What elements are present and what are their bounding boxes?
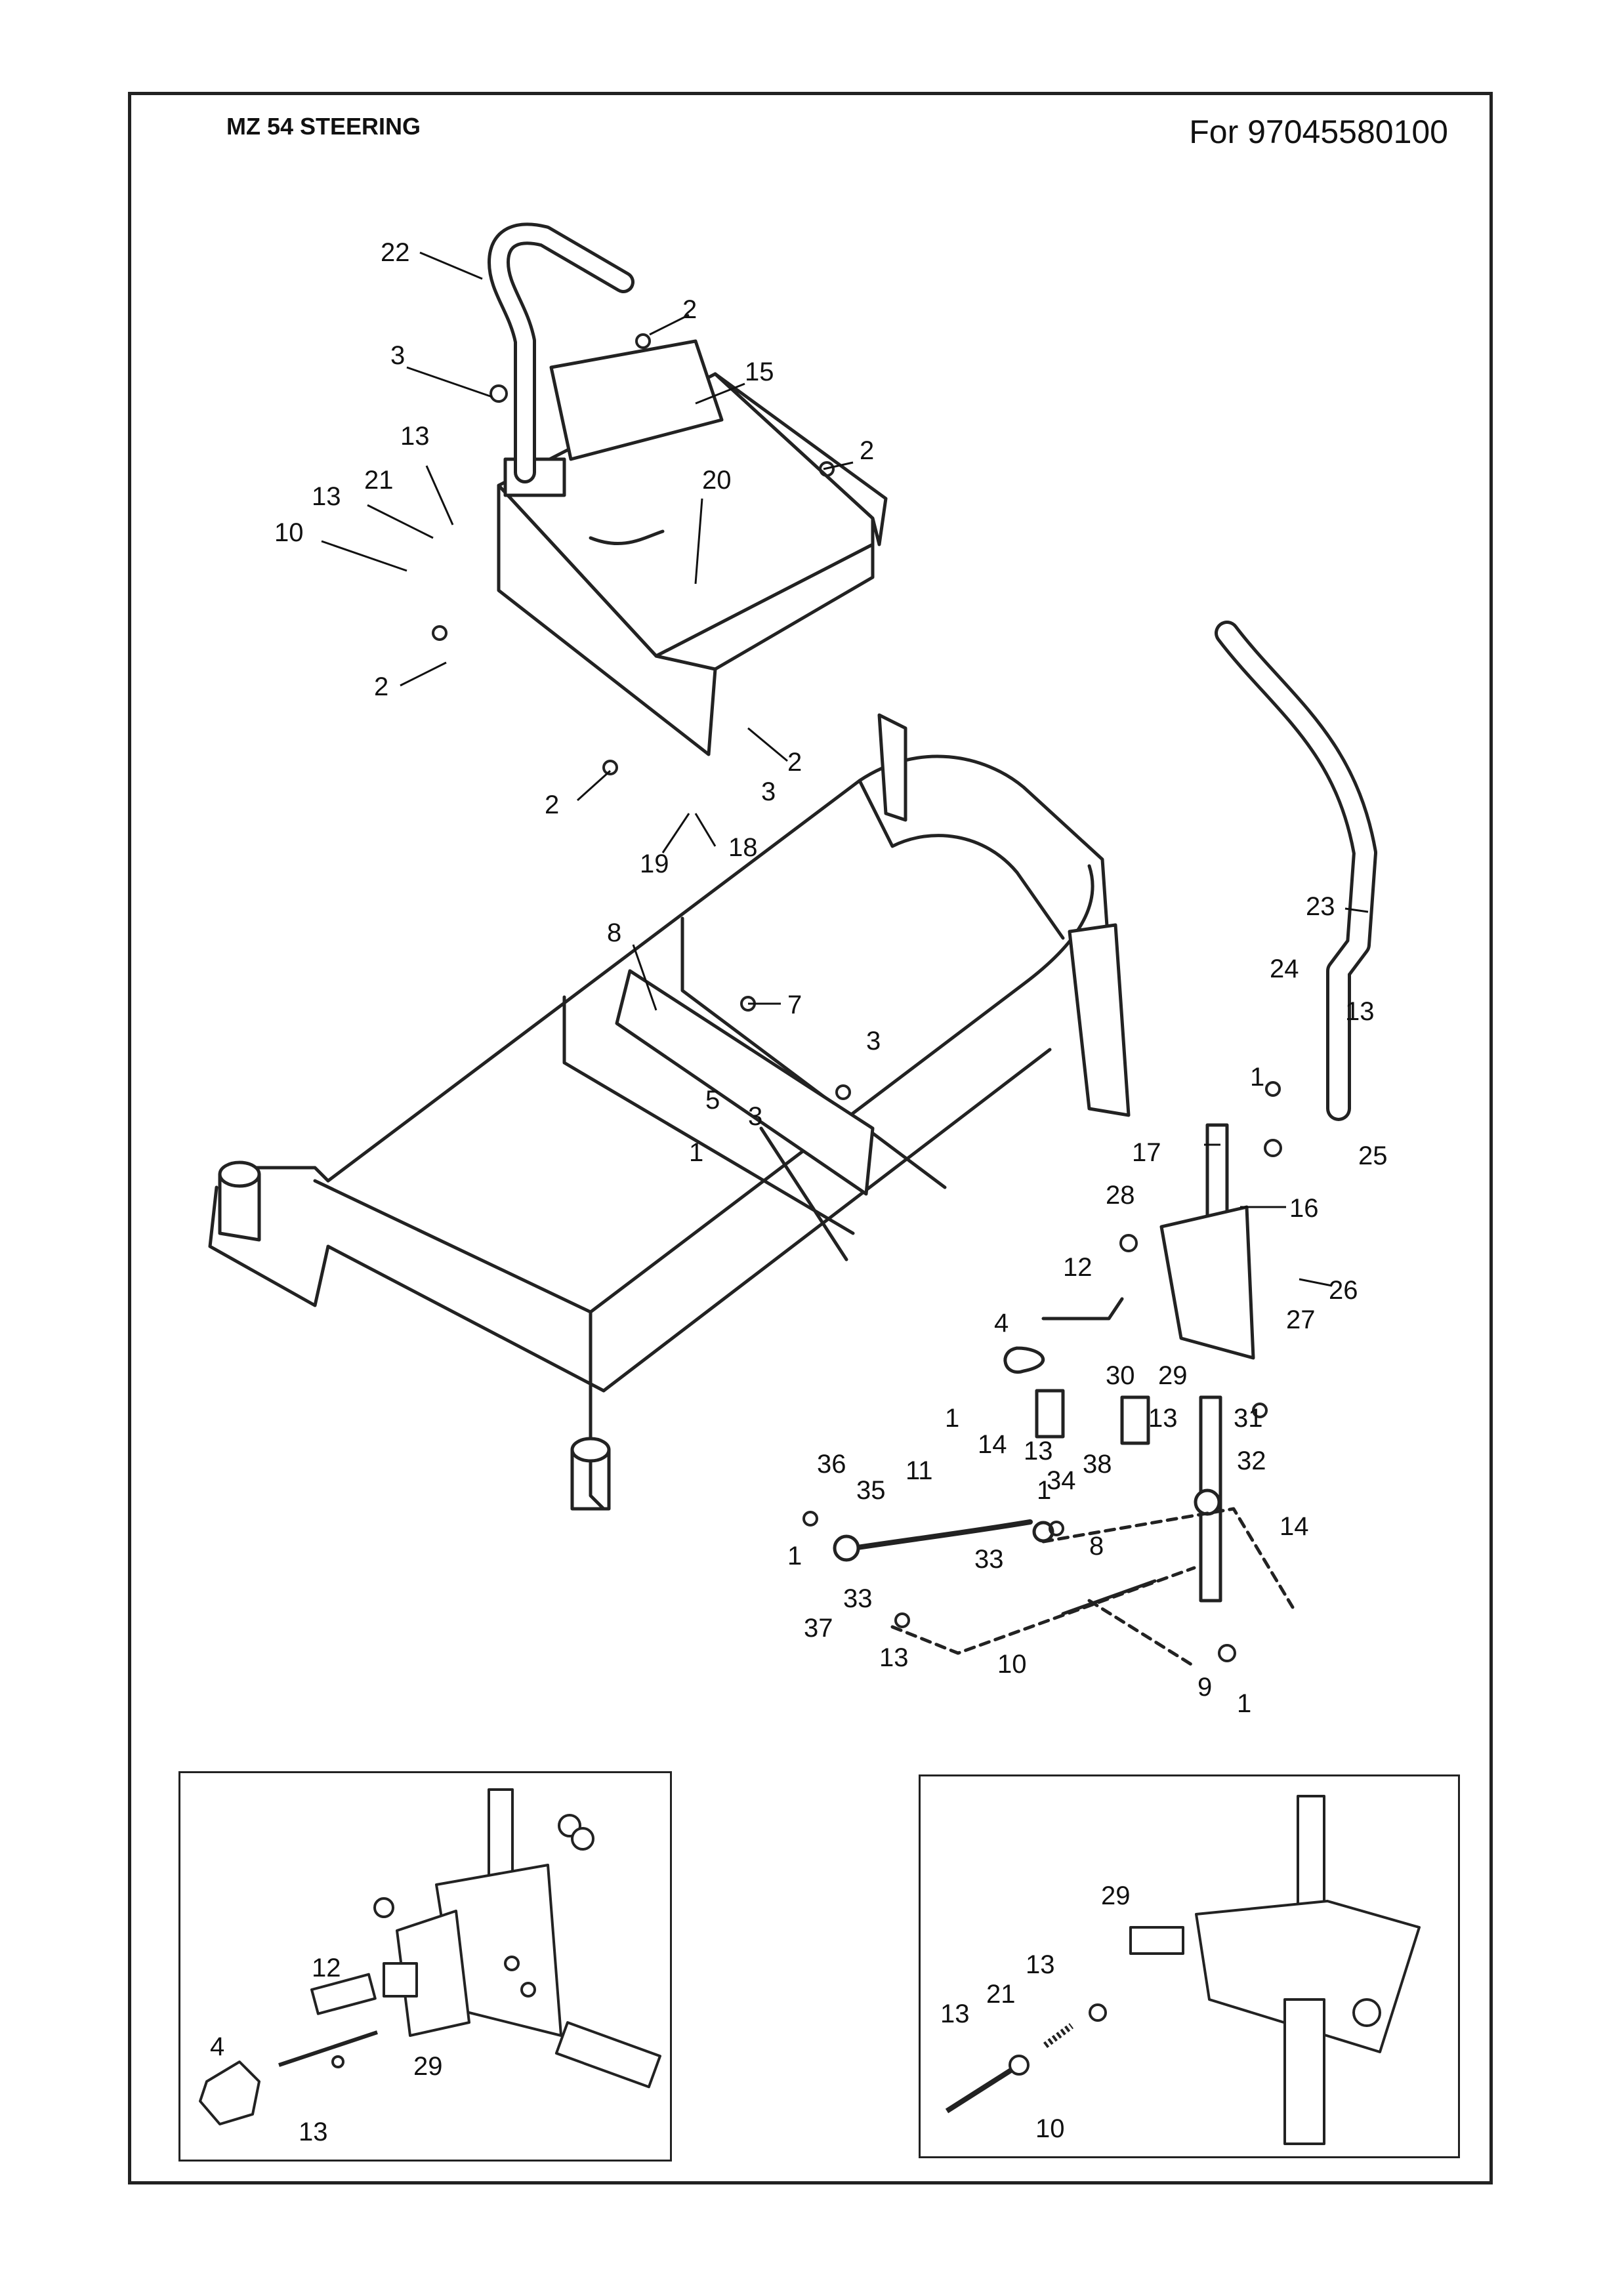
callout: 15 [745,358,774,386]
callout: 19 [640,850,669,878]
callout: 2 [860,436,874,465]
callout: 10 [997,1650,1027,1679]
callout: 2 [374,672,388,701]
steering-handle-left [488,222,635,483]
callout: 37 [804,1614,833,1643]
diagram-frame [128,92,1493,2184]
callout: 20 [702,466,732,495]
callout-numbers: 22 2 3 15 13 21 2 13 20 10 2 2 3 2 19 18… [274,238,1388,1718]
callout: 22 [381,238,410,267]
callout: 5 [705,1086,720,1115]
callout: 13 [299,2118,328,2146]
callout: 12 [312,1954,341,1982]
callout: 13 [879,1643,909,1672]
inset-right-callouts: 29 13 21 13 10 [940,1881,1131,2143]
callout: 13 [1148,1404,1178,1433]
callout: 1 [1037,1476,1051,1505]
callout: 31 [1234,1404,1263,1433]
callout: 25 [1358,1141,1388,1170]
callout: 38 [1083,1450,1112,1479]
callout: 21 [364,466,394,495]
callout: 13 [1024,1437,1053,1466]
callout: 13 [940,1999,970,2028]
callout: 2 [787,748,802,777]
callout: 21 [986,1980,1016,2009]
callout: 13 [400,422,430,451]
callout: 2 [682,295,697,324]
callout: 10 [1035,2114,1065,2143]
callout: 30 [1106,1361,1135,1390]
control-arm-assembly [1003,1123,1255,1603]
callout: 3 [866,1027,881,1056]
hardware-markers [432,333,1282,1662]
inset-detail-left: 12 4 29 13 [178,1771,672,2162]
callout: 1 [787,1542,802,1570]
leader-lines [321,251,1369,1287]
callout: 10 [274,518,304,547]
callout: 11 [906,1456,933,1485]
callout: 4 [994,1309,1009,1338]
callout: 23 [1306,892,1335,921]
callout: 13 [312,482,341,511]
inset-detail-right: 29 13 21 13 10 [919,1774,1460,2158]
callout: 29 [413,2052,443,2081]
callout: 34 [1047,1466,1076,1495]
inset-left-drawing: 12 4 29 13 [199,1788,661,2146]
callout: 1 [1250,1063,1264,1092]
callout: 1 [1237,1689,1251,1718]
callout: 14 [978,1430,1007,1459]
callout: 1 [689,1138,703,1167]
mower-frame [208,713,1131,1511]
callout: 9 [1197,1673,1212,1702]
callout: 2 [545,790,559,819]
callout: 29 [1101,1881,1131,1910]
callout: 32 [1237,1446,1266,1475]
callout: 12 [1063,1253,1093,1282]
callout: 18 [728,833,758,862]
callout: 28 [1106,1181,1135,1210]
inset-right-drawing: 29 13 21 13 10 [940,1795,1421,2145]
diagram-title: MZ 54 STEERING [226,113,421,140]
callout: 16 [1289,1194,1319,1223]
callout: 33 [974,1545,1004,1574]
steering-handle-right [1215,621,1377,1121]
callout: 3 [390,341,405,370]
callout: 17 [1132,1138,1161,1167]
callout: 3 [748,1102,762,1131]
callout: 8 [1089,1532,1104,1561]
callout: 27 [1286,1305,1316,1334]
callout: 26 [1329,1276,1358,1305]
callout: 13 [1345,997,1375,1026]
callout: 7 [787,991,802,1019]
inset-left-callouts: 12 4 29 13 [210,1954,443,2146]
callout: 3 [761,777,776,806]
callout: 24 [1270,954,1299,983]
callout: 4 [210,2032,224,2061]
linkage-rods [833,1507,1295,1668]
model-number: For 97045580100 [1189,113,1448,150]
callout: 35 [856,1476,886,1505]
callout: 36 [817,1450,846,1479]
callout: 33 [843,1584,873,1613]
callout: 29 [1158,1361,1188,1390]
callout: 8 [607,918,621,947]
control-console [497,339,888,756]
callout: 1 [945,1404,959,1433]
callout: 14 [1280,1512,1309,1541]
callout: 13 [1026,1950,1055,1979]
